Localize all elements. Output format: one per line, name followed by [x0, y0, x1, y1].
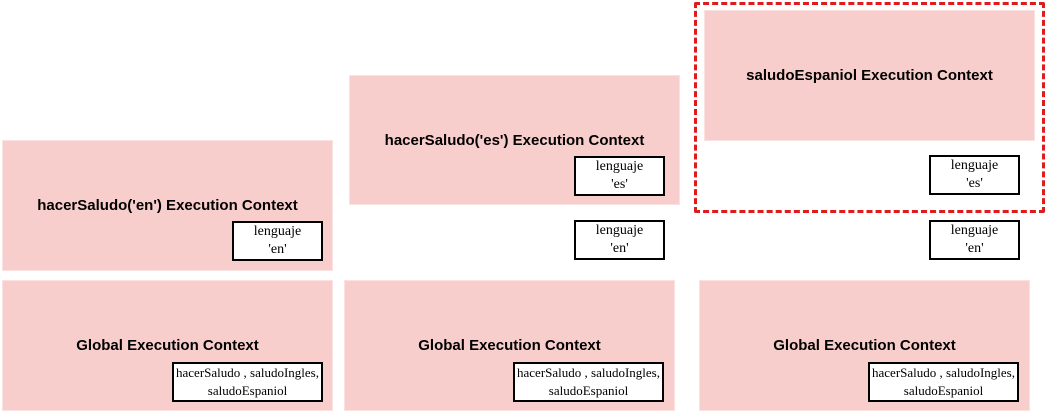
variable-name: lenguaje [595, 223, 644, 238]
current-context-highlight [694, 2, 1045, 213]
context-title: hacerSaludo('en') Execution Context [37, 197, 298, 214]
context-title: hacerSaludo('es') Execution Context [384, 132, 645, 149]
context-title: Global Execution Context [76, 337, 259, 354]
variable-name: lenguaje [253, 224, 302, 239]
variable-box-globals: hacerSaludo , saludoIngles, saludoEspani… [868, 362, 1019, 402]
variable-value: 'en' [610, 241, 629, 256]
variable-box-lenguaje: lenguaje 'en' [929, 220, 1020, 260]
variable-line: saludoEspaniol [207, 383, 288, 398]
variable-line: saludoEspaniol [548, 383, 629, 398]
variable-name: lenguaje [950, 158, 999, 173]
variable-box-lenguaje: lenguaje 'en' [232, 221, 323, 261]
variable-value: 'es' [966, 176, 983, 191]
execution-context-hacersaludo-en: hacerSaludo('en') Execution Context leng… [3, 141, 332, 270]
variable-line: hacerSaludo , saludoIngles, [517, 365, 660, 380]
global-execution-context: Global Execution Context hacerSaludo , s… [3, 281, 332, 410]
variable-name: lenguaje [595, 159, 644, 174]
variable-box-globals: hacerSaludo , saludoIngles, saludoEspani… [172, 362, 323, 402]
execution-context-saludoespaniol: saludoEspaniol Execution Context [705, 11, 1034, 140]
global-execution-context: Global Execution Context hacerSaludo , s… [345, 281, 674, 410]
variable-box-lenguaje: lenguaje 'en' [574, 220, 665, 260]
variable-box-globals: hacerSaludo , saludoIngles, saludoEspani… [513, 362, 664, 402]
variable-box-lenguaje: lenguaje 'es' [574, 156, 665, 196]
global-execution-context: Global Execution Context hacerSaludo , s… [700, 281, 1029, 410]
variable-line: hacerSaludo , saludoIngles, [176, 365, 319, 380]
context-title: saludoEspaniol Execution Context [746, 67, 993, 84]
variable-value: 'es' [611, 177, 628, 192]
variable-line: saludoEspaniol [903, 383, 984, 398]
context-title: Global Execution Context [773, 337, 956, 354]
variable-name: lenguaje [950, 223, 999, 238]
variable-value: 'en' [965, 241, 984, 256]
variable-box-lenguaje: lenguaje 'es' [929, 155, 1020, 195]
context-title: Global Execution Context [418, 337, 601, 354]
variable-line: hacerSaludo , saludoIngles, [872, 365, 1015, 380]
variable-value: 'en' [268, 242, 287, 257]
execution-context-hacersaludo-es: hacerSaludo('es') Execution Context leng… [350, 76, 679, 204]
